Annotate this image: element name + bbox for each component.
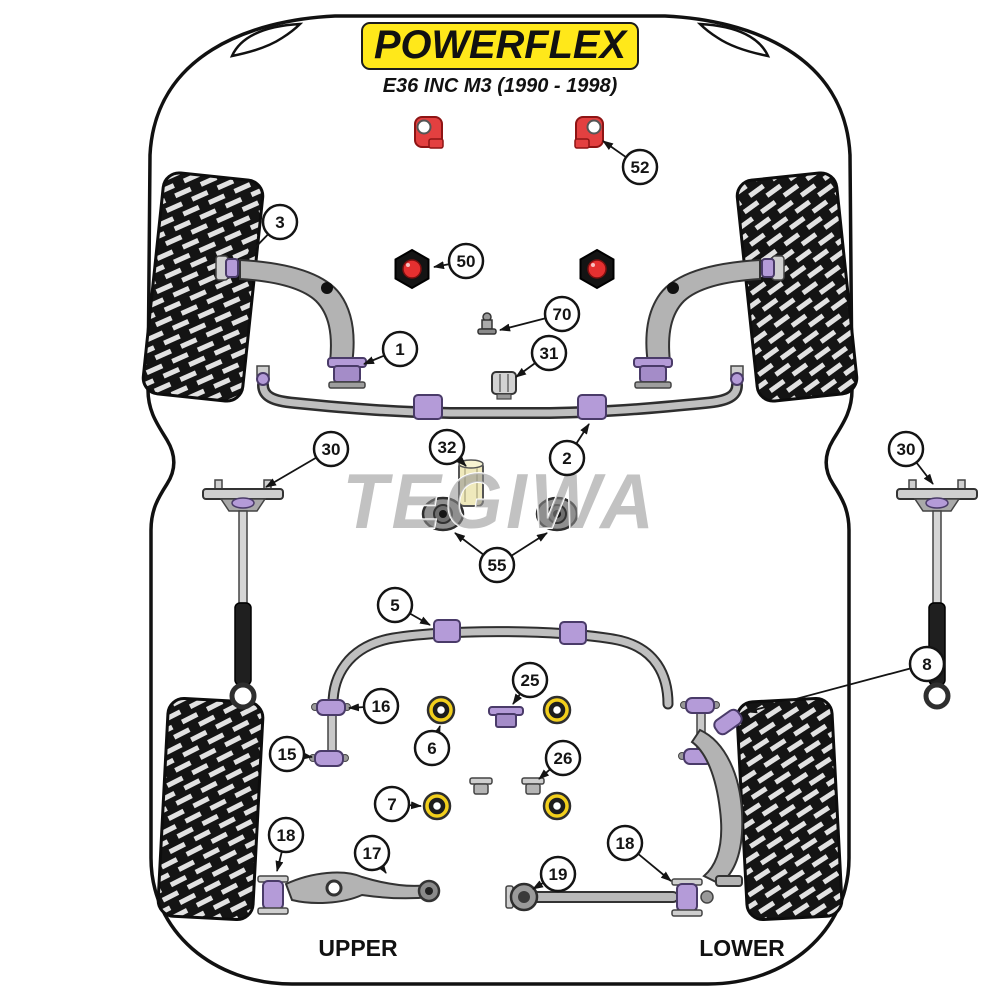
- callout-5-number: 5: [390, 596, 399, 615]
- steering-pinch-bolt-part: [477, 312, 497, 335]
- callout-17-number: 17: [363, 844, 382, 863]
- right-mirror-shape: [696, 22, 771, 58]
- subframe-bush-right: [535, 496, 579, 532]
- brand-logo-background: [361, 22, 639, 70]
- yellow-bush-7b: [542, 791, 572, 821]
- footer-label-lower: LOWER: [699, 935, 785, 961]
- upper-arm-assembly: [257, 871, 441, 915]
- bump-stop-part: [458, 459, 484, 507]
- callout-16: 16: [348, 687, 400, 725]
- brand-logo-text: POWERFLEX: [374, 23, 628, 67]
- tire-front-right: [735, 171, 859, 403]
- steering-coupling-part: [491, 371, 517, 400]
- hex-bush-right: [579, 248, 615, 290]
- front-anti-roll-bar: [256, 365, 744, 420]
- car-body-outline: [146, 14, 854, 986]
- callout-17: 17: [353, 834, 391, 874]
- callout-55-number: 55: [488, 556, 507, 575]
- callout-18-right-number: 18: [616, 834, 635, 853]
- callout-31: 31: [515, 334, 568, 378]
- front-control-arm-left: [215, 255, 367, 389]
- callout-18-left: 18: [267, 816, 305, 872]
- arb-bush-left: [413, 394, 443, 420]
- small-bush-26a: [469, 777, 493, 795]
- callout-16-number: 16: [372, 697, 391, 716]
- rear-arb-bush-left: [433, 619, 461, 643]
- callout-32: 32: [428, 428, 467, 467]
- brand-logo: POWERFLEX: [361, 22, 639, 70]
- callout-25: 25: [511, 661, 549, 705]
- callout-18-left-number: 18: [277, 826, 296, 845]
- callout-52-number: 52: [631, 158, 650, 177]
- hex-bush-left: [394, 248, 430, 290]
- callout-3-number: 3: [275, 213, 284, 232]
- callout-55: 55: [454, 532, 548, 584]
- tire-front-left: [141, 171, 265, 403]
- rear-shock-right: [896, 479, 978, 710]
- callout-3: 3: [246, 203, 299, 257]
- red-clip-right: [574, 116, 604, 149]
- red-clip-left: [414, 116, 444, 149]
- yellow-bushes: [422, 695, 572, 821]
- callout-15-number: 15: [278, 745, 297, 764]
- callout-6-number: 6: [427, 739, 436, 758]
- callout-26: 26: [538, 739, 582, 780]
- arb-bush-right: [577, 394, 607, 420]
- callout-7-number: 7: [387, 795, 396, 814]
- callout-1: 1: [363, 330, 419, 368]
- lower-arm-assembly: [505, 878, 714, 917]
- left-mirror-shape: [229, 22, 304, 58]
- callout-25-number: 25: [521, 671, 540, 690]
- callout-52: 52: [602, 140, 659, 186]
- callout-30-right: 30: [887, 430, 934, 485]
- callout-6: 6: [413, 725, 451, 767]
- callout-8: 8: [746, 645, 946, 714]
- callouts: 3 52 50 70 1 31 30: [246, 140, 946, 893]
- tire-rear-right: [735, 697, 844, 922]
- rear-anti-roll-bar: [327, 619, 674, 710]
- callout-32-number: 32: [438, 438, 457, 457]
- callout-70-number: 70: [553, 305, 572, 324]
- model-subtitle: E36 INC M3 (1990 - 1998): [383, 75, 618, 97]
- yellow-bush-6b: [542, 695, 572, 725]
- trailing-arm-right: [690, 728, 744, 887]
- watermark: TEGIWA: [343, 457, 658, 545]
- callout-19: 19: [532, 855, 577, 893]
- tire-rear-left: [156, 697, 265, 922]
- callout-30-right-number: 30: [897, 440, 916, 459]
- callout-8-number: 8: [922, 655, 931, 674]
- callout-30-left: 30: [265, 430, 350, 488]
- callout-2: 2: [548, 423, 590, 477]
- callout-1-number: 1: [395, 340, 404, 359]
- diff-mount-bush: [488, 706, 524, 728]
- tires: [141, 171, 859, 922]
- callout-18-right: 18: [606, 824, 672, 882]
- callout-30-left-number: 30: [322, 440, 341, 459]
- subframe-bush-left: [421, 496, 465, 532]
- callout-26-number: 26: [554, 749, 573, 768]
- callout-19-number: 19: [549, 865, 568, 884]
- callout-50: 50: [433, 242, 485, 280]
- callout-15: 15: [268, 735, 313, 773]
- yellow-bush-6a: [426, 695, 456, 725]
- callout-7: 7: [373, 785, 422, 823]
- small-bush-26b: [521, 777, 545, 795]
- rear-arb-bush-right: [559, 621, 587, 645]
- yellow-bush-7a: [422, 791, 452, 821]
- callout-5: 5: [376, 586, 431, 626]
- callout-2-number: 2: [562, 449, 571, 468]
- front-control-arm-right: [633, 255, 785, 389]
- footer-label-upper: UPPER: [318, 935, 398, 961]
- callout-31-number: 31: [540, 344, 559, 363]
- callout-70: 70: [499, 295, 581, 333]
- callout-50-number: 50: [457, 252, 476, 271]
